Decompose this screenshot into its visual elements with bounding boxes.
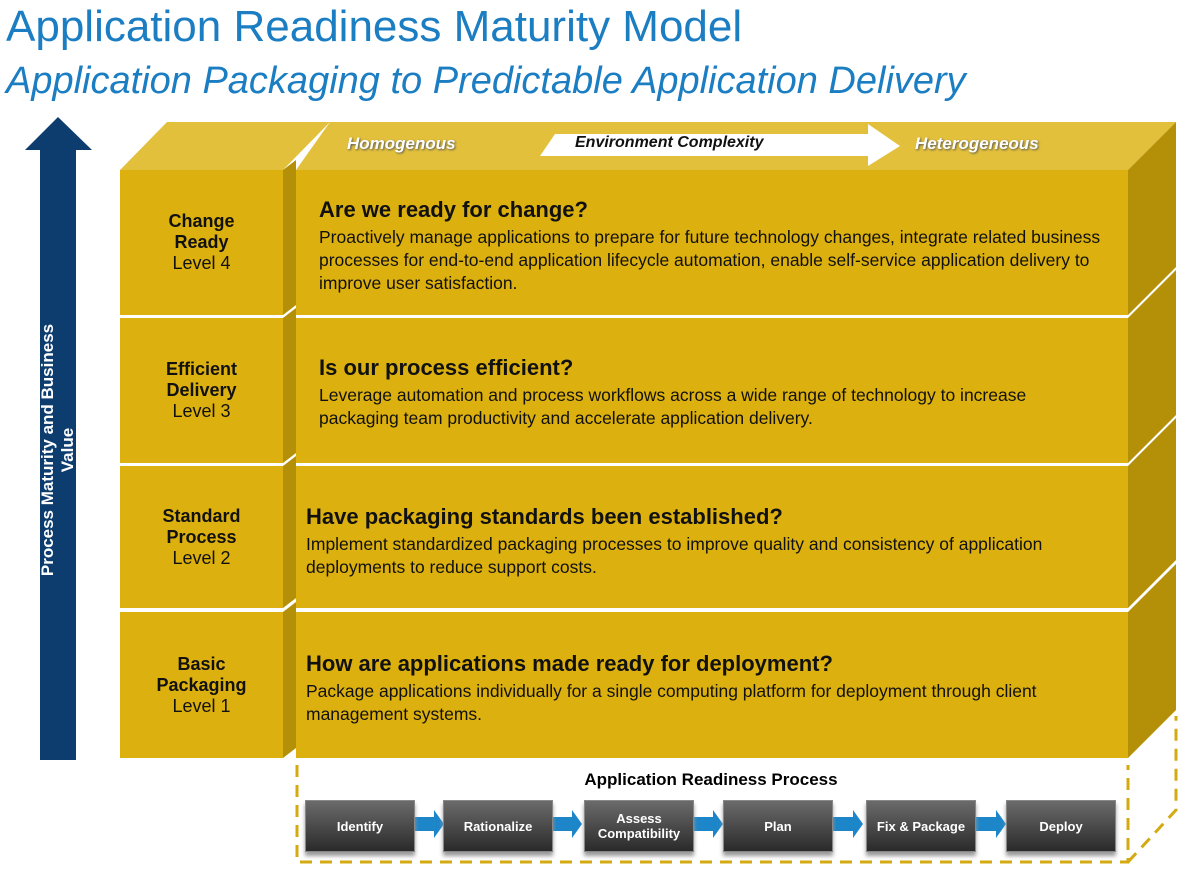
page-subtitle: Application Packaging to Predictable App… — [6, 60, 966, 102]
level-name: Efficient — [165, 359, 237, 379]
left-level-box — [120, 170, 283, 315]
level-question: How are applications made ready for depl… — [306, 651, 833, 676]
level-text: Implement standardized packaging process… — [306, 534, 1043, 577]
step-arrow-icon — [693, 810, 723, 838]
header-environment-complexity: Environment Complexity — [575, 134, 764, 151]
level-3-description: Is our process efficient? Leverage automa… — [319, 355, 1079, 430]
main-level-side — [1128, 564, 1176, 758]
left-level-box — [120, 318, 283, 463]
step-fix-package: Fix & Package — [866, 800, 976, 852]
left-level-box — [120, 612, 283, 758]
step-rationalize: Rationalize — [443, 800, 553, 852]
level-1-description: How are applications made ready for depl… — [306, 651, 1096, 726]
level-question: Are we ready for change? — [319, 197, 588, 222]
level-question: Have packaging standards been establishe… — [306, 504, 783, 529]
level-number: Level 1 — [172, 695, 231, 716]
left-level-side — [283, 160, 296, 315]
level-number: Level 2 — [172, 547, 231, 568]
level-text: Package applications individually for a … — [306, 681, 1037, 724]
step-assess-compatibility: Assess Compatibility — [584, 800, 694, 852]
level-question: Is our process efficient? — [319, 355, 574, 380]
level-name: Process — [166, 526, 237, 547]
step-arrow-icon — [833, 810, 863, 838]
main-level-box — [296, 466, 1128, 608]
header-homogenous: Homogenous — [347, 134, 456, 153]
main-level-box — [296, 612, 1128, 758]
page-title: Application Readiness Maturity Model — [6, 2, 743, 51]
left-level-side — [283, 456, 296, 608]
level-number: Level 4 — [172, 253, 231, 273]
left-column-top — [120, 122, 330, 170]
level-name: Ready — [174, 232, 229, 252]
level-name: Change — [168, 211, 235, 231]
process-title: Application Readiness Process — [584, 770, 838, 789]
maturity-arrow-icon — [25, 117, 92, 760]
level-4-description: Are we ready for change? Proactively mana… — [319, 197, 1119, 295]
step-deploy: Deploy — [1006, 800, 1116, 852]
step-arrow-icon — [976, 810, 1006, 838]
level-name: Delivery — [166, 380, 237, 400]
main-level-box — [296, 318, 1128, 463]
left-level-side — [283, 308, 296, 463]
level-text: Proactively manage applications to prepa… — [319, 227, 1101, 293]
level-name: Basic — [177, 653, 226, 674]
main-level-side — [1128, 270, 1176, 463]
main-level-side — [1128, 418, 1176, 608]
step-identify: Identify — [305, 800, 415, 852]
level-number: Level 3 — [172, 401, 231, 421]
step-arrow-icon — [414, 810, 444, 838]
step-arrow-icon — [552, 810, 582, 838]
main-level-box — [296, 170, 1128, 315]
level-2-description: Have packaging standards been establishe… — [306, 504, 1066, 579]
header-heterogeneous: Heterogeneous — [915, 134, 1039, 153]
level-name: Standard — [162, 505, 241, 526]
level-name: Packaging — [156, 674, 247, 695]
left-level-box — [120, 466, 283, 608]
axis-label: Process Maturity and Business Value — [38, 323, 77, 577]
level-text: Leverage automation and process workflow… — [319, 385, 1027, 428]
left-level-side — [283, 602, 296, 758]
main-level-side — [1128, 122, 1176, 315]
step-plan: Plan — [723, 800, 833, 852]
env-complexity-arrow-icon — [540, 124, 900, 166]
process-dashed-border — [295, 716, 1178, 864]
